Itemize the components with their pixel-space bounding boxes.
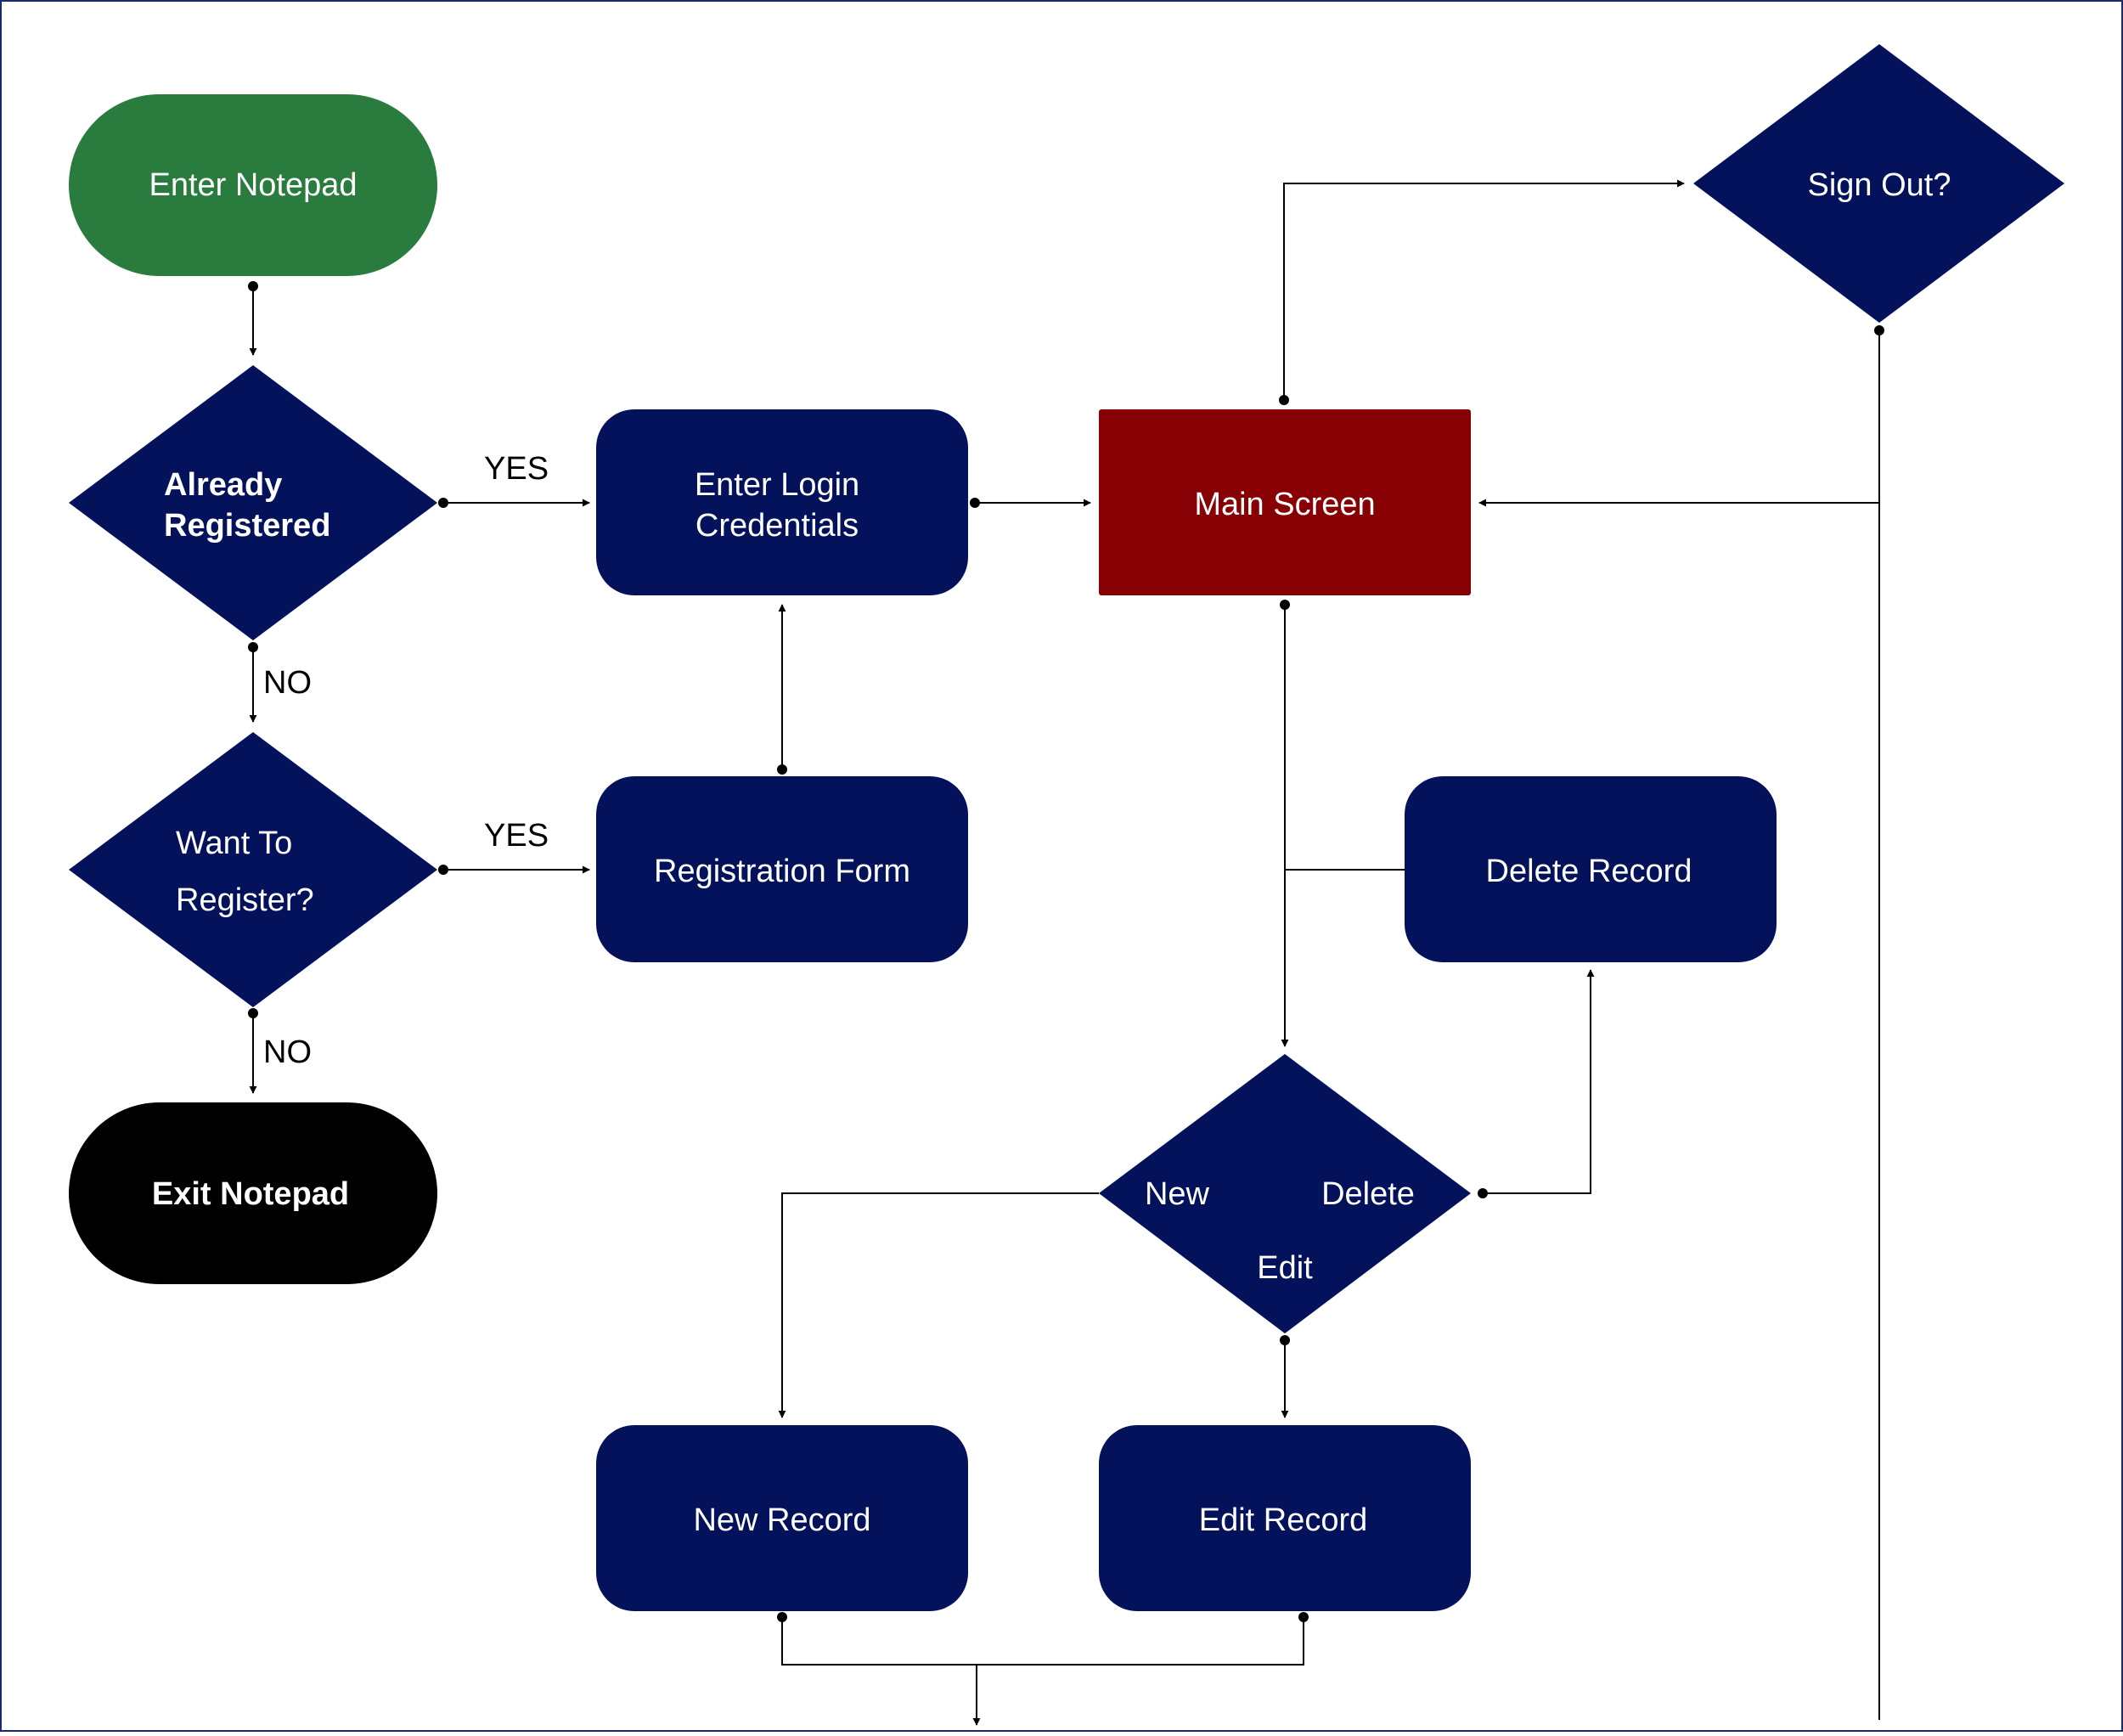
- want-register-label-1: Want To: [176, 826, 292, 861]
- registration-form-node: [596, 776, 968, 962]
- edge-label-no-exit: NO: [263, 1034, 312, 1070]
- main-screen-label: Main Screen: [1194, 487, 1375, 522]
- choice-edit-label: Edit: [1257, 1250, 1313, 1286]
- edge-label-no-register: NO: [263, 665, 312, 701]
- already-registered-label-2: Registered: [164, 508, 330, 544]
- login-label-2: Credentials: [695, 508, 859, 544]
- new-record-label: New Record: [693, 1502, 870, 1538]
- edit-record-label: Edit Record: [1199, 1502, 1368, 1538]
- sign-out-label: Sign Out?: [1808, 167, 1951, 203]
- dot: [777, 1612, 787, 1622]
- edge-choice-delete: [1483, 969, 1595, 1194]
- enter-notepad-label: Enter Notepad: [149, 167, 357, 203]
- edge-choice-new: [778, 1192, 1099, 1418]
- already-registered-label-1: Already: [164, 467, 282, 503]
- sign-out-diamond: [1693, 44, 2064, 323]
- connector-dots: [248, 281, 1884, 1622]
- delete-record-label: Delete Record: [1486, 854, 1692, 889]
- dot: [248, 281, 258, 291]
- delete-record-node: [1405, 776, 1777, 962]
- edge-records-merge: [781, 1617, 1304, 1666]
- main-screen-node: [1099, 409, 1471, 595]
- new-record-node: [596, 1425, 968, 1611]
- login-node: [596, 409, 968, 595]
- dot: [248, 642, 258, 652]
- already-registered-diamond: [69, 365, 437, 640]
- dot: [970, 498, 980, 508]
- exit-notepad-label: Exit Notepad: [152, 1176, 349, 1212]
- connectors: [249, 179, 1880, 1726]
- dot: [248, 1008, 258, 1018]
- want-register-diamond: [69, 732, 437, 1007]
- dot: [438, 498, 448, 508]
- choice-delete-label: Delete: [1321, 1176, 1415, 1212]
- dot: [438, 865, 448, 875]
- edge-label-yes-form: YES: [484, 818, 549, 854]
- exit-notepad-node: [69, 1102, 437, 1284]
- login-label-1: Enter Login: [695, 467, 859, 503]
- choice-new-label: New: [1145, 1176, 1210, 1212]
- edge-label-yes-login: YES: [484, 451, 549, 487]
- dot: [1279, 395, 1289, 405]
- dot: [1298, 1612, 1309, 1622]
- edit-record-node: [1099, 1425, 1471, 1611]
- dot: [1874, 325, 1884, 335]
- dot: [1280, 600, 1290, 610]
- registration-form-label: Registration Form: [654, 854, 910, 889]
- enter-notepad-node: [69, 94, 437, 276]
- dot: [777, 764, 787, 775]
- edge-main-to-signout: [1283, 179, 1685, 400]
- dot: [1478, 1188, 1488, 1198]
- record-action-diamond: [1099, 1054, 1471, 1333]
- dot: [1280, 1335, 1290, 1345]
- want-register-label-2: Register?: [176, 882, 314, 918]
